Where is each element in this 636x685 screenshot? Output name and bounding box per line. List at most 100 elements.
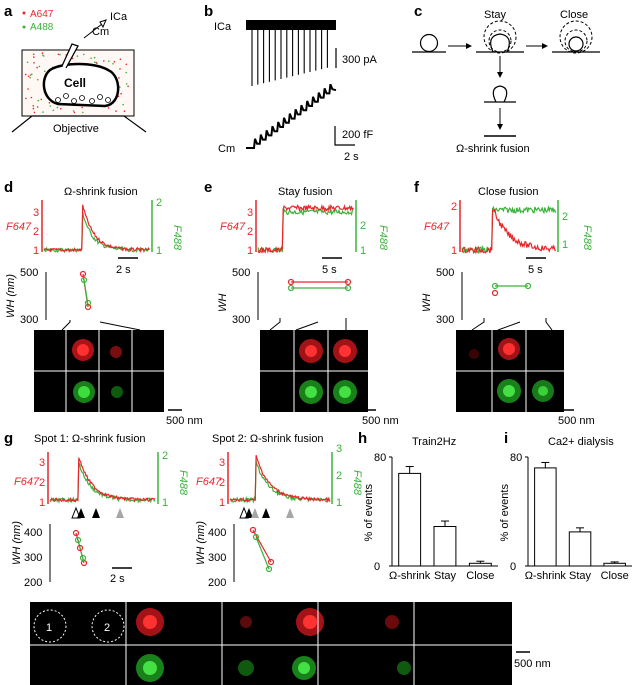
ytick-label: 400 xyxy=(24,527,42,539)
y-tick-label: 0 xyxy=(374,561,380,573)
spot-label-1: 1 xyxy=(46,622,52,634)
panel-letter-b: b xyxy=(204,3,213,20)
ytick-label: 2 xyxy=(156,197,162,209)
ytick-label: 1 xyxy=(162,497,168,509)
wh-tick-d2: 300 xyxy=(20,314,38,326)
dye-dot xyxy=(48,102,51,104)
panel-letter-i: i xyxy=(504,430,508,447)
f488-g1: F488 xyxy=(177,470,189,496)
e-image-strip xyxy=(260,330,368,412)
e-wh-points xyxy=(287,278,352,292)
dye-dot xyxy=(30,96,33,99)
dye-dot xyxy=(96,62,98,64)
wh-tick-d0: 500 xyxy=(20,267,38,279)
bar xyxy=(433,526,457,567)
dye-dot xyxy=(29,76,31,79)
category-label: Stay xyxy=(569,570,592,582)
dye-dot xyxy=(42,111,44,113)
dye-dot xyxy=(36,106,39,108)
ytick-label: 200 xyxy=(24,577,42,589)
g-wh-points xyxy=(72,526,275,573)
dye-dot xyxy=(83,53,85,56)
objective-shape xyxy=(11,115,147,133)
f647-d: F647 xyxy=(6,221,32,233)
panel-letter-d: d xyxy=(4,179,13,196)
dye-dot xyxy=(72,110,75,112)
wh-tick-e0: 500 xyxy=(232,267,250,279)
panel-letter-c: c xyxy=(414,3,422,20)
y-axis-label: % of events xyxy=(363,484,375,542)
dye-dot xyxy=(60,108,62,110)
g-arrowheads xyxy=(71,506,294,519)
category-label: Ω-shrink xyxy=(389,570,431,582)
dye-dot xyxy=(33,56,35,58)
dye-dot xyxy=(90,57,92,59)
dye-dot xyxy=(59,53,61,56)
panel-letter-f: f xyxy=(414,179,420,196)
ytick-label: 300 xyxy=(208,552,226,564)
cell-label: Cell xyxy=(64,76,86,90)
d-wh-points xyxy=(79,270,92,311)
ytick-label: 200 xyxy=(208,577,226,589)
ytick-label: 2 xyxy=(360,220,366,232)
f488-e: F488 xyxy=(377,225,389,251)
ytick-label: 2 xyxy=(39,477,45,489)
chart-i-title: Ca2+ dialysis xyxy=(548,436,614,448)
dye-dot xyxy=(119,58,122,61)
ytick-label: 2 xyxy=(336,470,342,482)
scale-capacitance: 200 fF xyxy=(342,129,373,141)
ytick-label: 1 xyxy=(451,245,457,257)
dye-dot xyxy=(103,60,105,62)
ytick-label: 3 xyxy=(219,457,225,469)
ytick-label: 1 xyxy=(39,497,45,509)
pipette xyxy=(61,43,79,69)
dye-dot xyxy=(125,83,128,85)
dye-dot xyxy=(56,106,59,109)
f488-d: F488 xyxy=(171,225,183,251)
ytick-label: 1 xyxy=(219,497,225,509)
ytick-label: 400 xyxy=(208,527,226,539)
dye-dot xyxy=(42,54,44,56)
dye-dot xyxy=(44,70,46,72)
cell-outline xyxy=(42,62,120,108)
wh-tick-f0: 500 xyxy=(436,267,454,279)
f647-f: F647 xyxy=(424,221,450,233)
wh-tick-e2: 300 xyxy=(232,314,250,326)
dye-dot xyxy=(52,109,55,112)
chart-h-title: Train2Hz xyxy=(412,436,456,448)
ytick-label: 3 xyxy=(33,207,39,219)
cm-trace xyxy=(246,83,337,149)
close-label: Close xyxy=(560,9,588,21)
bar xyxy=(568,531,592,567)
panel-letter-a: a xyxy=(4,3,13,20)
dye-dot xyxy=(32,107,35,110)
stay-label: Stay xyxy=(484,9,507,21)
category-label: Stay xyxy=(434,570,457,582)
dye-dot xyxy=(38,65,41,68)
time-scale-e: 5 s xyxy=(322,264,337,276)
panel-c: c Stay Close Ω-shrink fusion xyxy=(412,3,600,155)
g2-green-trace xyxy=(229,460,331,504)
ytick-label: 2 xyxy=(33,226,39,238)
dye-dot xyxy=(27,75,30,78)
ytick-label: 3 xyxy=(39,457,45,469)
f-image-strip xyxy=(456,330,564,412)
e-green-trace xyxy=(257,207,354,254)
dye-dot xyxy=(120,92,122,95)
dye-dot xyxy=(107,107,110,109)
g1-green-trace xyxy=(49,460,156,504)
legend-green: A488 xyxy=(30,22,54,33)
dye-dot xyxy=(125,63,128,66)
shrink-fusion-label: Ω-shrink fusion xyxy=(456,143,530,155)
time-scale-f: 5 s xyxy=(528,264,543,276)
dye-dot xyxy=(115,110,117,112)
f647-g1: F647 xyxy=(14,476,40,488)
dye-dot xyxy=(25,97,27,100)
panel-g: g Spot 1: Ω-shrink fusion Spot 2: Ω-shri… xyxy=(4,430,551,685)
ica-label: ICa xyxy=(110,11,128,23)
